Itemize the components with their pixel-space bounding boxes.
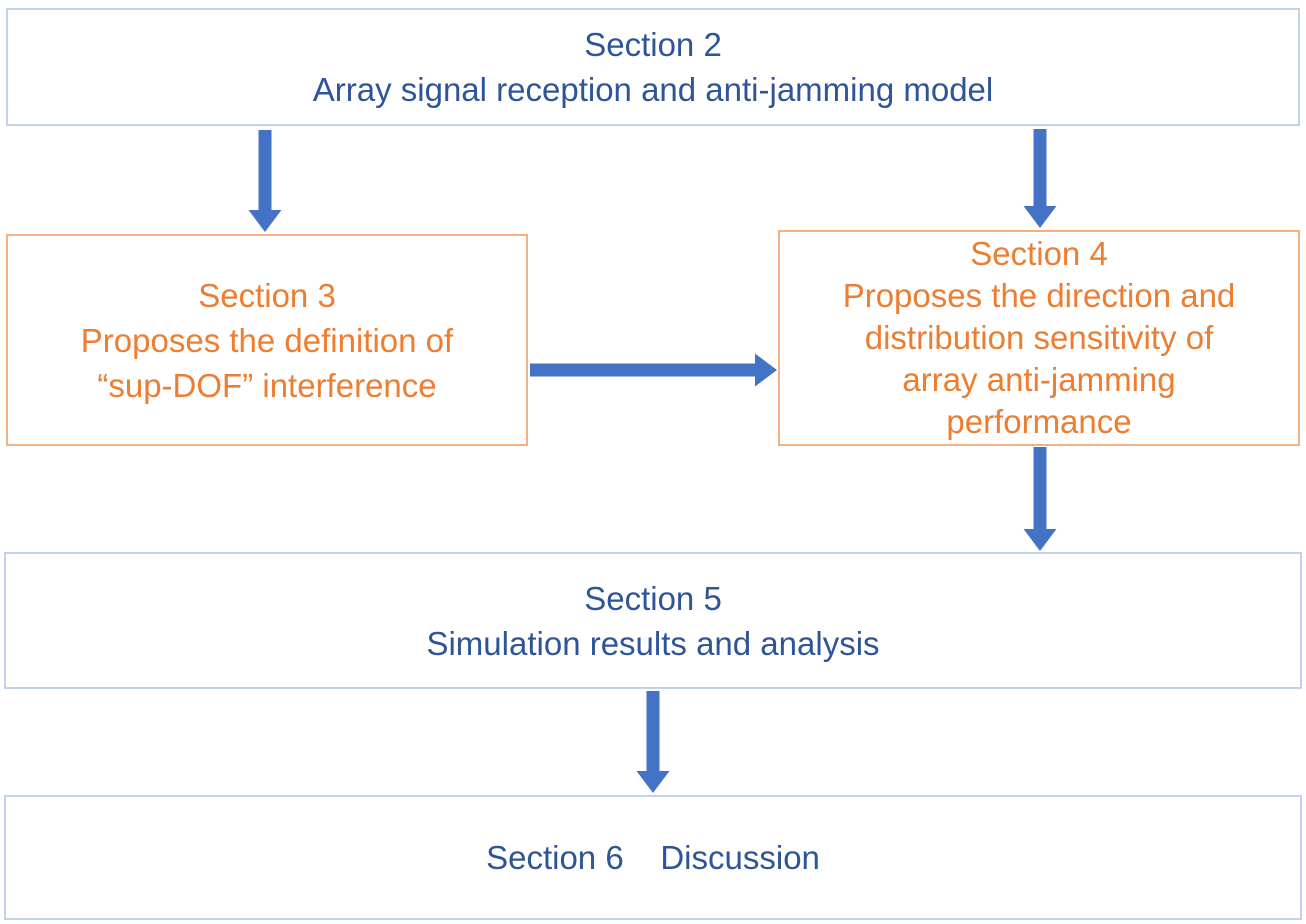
box-section4-text-line: array anti-jamming bbox=[902, 361, 1176, 398]
box-section4-text-line: Proposes the direction and bbox=[842, 277, 1236, 314]
box-section4-text-line: performance bbox=[946, 403, 1132, 440]
box-section2: Section 2 Array signal reception and ant… bbox=[6, 8, 1300, 126]
box-section4-title: Section 4 bbox=[970, 235, 1108, 272]
box-section5-subtitle: Simulation results and analysis bbox=[426, 624, 880, 662]
box-section6-title: Section 6 Discussion bbox=[486, 839, 820, 876]
arrow-section4-to-section5 bbox=[1023, 447, 1057, 551]
box-section5-title: Section 5 bbox=[584, 579, 722, 617]
box-section3-text-line: “sup-DOF” interference bbox=[97, 366, 437, 404]
box-section3-text-line: Proposes the definition of bbox=[80, 321, 454, 359]
arrow-section5-to-section6 bbox=[636, 691, 670, 793]
box-section2-subtitle: Array signal reception and anti-jamming … bbox=[312, 71, 994, 108]
arrow-section2-to-section3 bbox=[248, 130, 282, 232]
box-section5: Section 5 Simulation results and analysi… bbox=[4, 552, 1302, 689]
box-section4-text-line: distribution sensitivity of bbox=[864, 319, 1214, 356]
arrow-section2-to-section4 bbox=[1023, 129, 1057, 228]
box-section4: Section 4 Proposes the direction and dis… bbox=[778, 230, 1300, 446]
box-section2-title: Section 2 bbox=[584, 26, 722, 63]
arrow-section3-to-section4 bbox=[530, 353, 777, 387]
box-section6: Section 6 Discussion bbox=[4, 795, 1302, 920]
box-section3: Section 3 Proposes the definition of “su… bbox=[6, 234, 528, 446]
box-section3-title: Section 3 bbox=[198, 276, 336, 314]
